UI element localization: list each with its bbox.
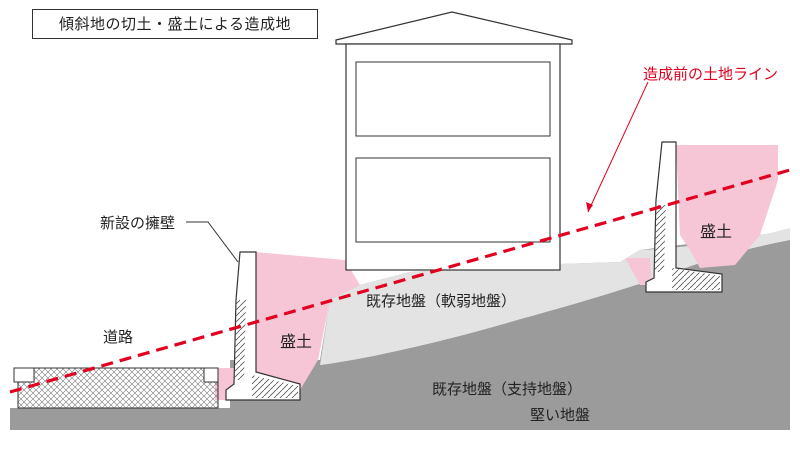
fill-soil-right <box>676 145 778 268</box>
fill-soil-right-label: 盛土 <box>700 222 733 241</box>
original-ground-line <box>9 168 791 394</box>
fill-soil-left <box>248 252 360 390</box>
soft-ground-label: 既存地盤（軟弱地盤） <box>366 292 517 310</box>
diagram-title: 傾斜地の切土・盛土による造成地 <box>32 9 318 39</box>
road-surface <box>17 367 219 409</box>
fill-soil-right-front <box>625 258 652 285</box>
retaining-wall-leader <box>186 221 239 263</box>
supporting-ground-label: 既存地盤（支持地盤） <box>432 380 583 398</box>
road-label: 道路 <box>103 328 134 346</box>
house <box>335 11 573 271</box>
hard-ground-label: 堅い地盤 <box>530 406 591 424</box>
original-ground-leader <box>587 81 649 213</box>
original-ground-line-label: 造成前の土地ライン <box>643 65 779 83</box>
fill-soil-left-label: 盛土 <box>280 332 313 351</box>
retaining-wall-label: 新設の擁壁 <box>100 214 176 232</box>
